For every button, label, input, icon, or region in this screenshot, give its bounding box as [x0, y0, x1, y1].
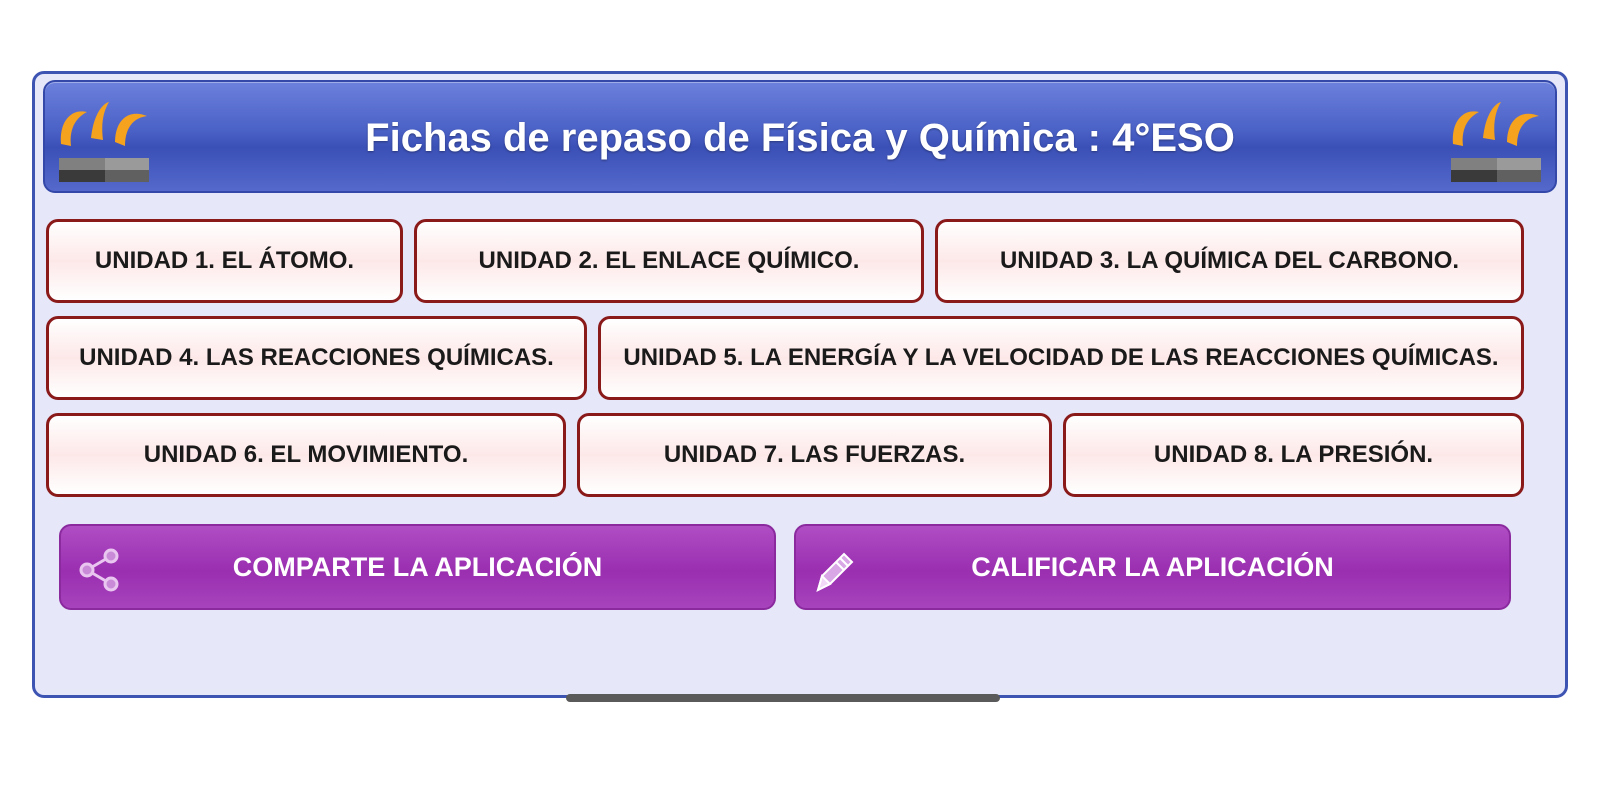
pencil-icon [816, 552, 854, 592]
rate-app-button[interactable]: CALIFICAR LA APLICACIÓN [794, 524, 1511, 610]
page-title: Fichas de repaso de Física y Química : 4… [365, 116, 1235, 160]
home-indicator[interactable] [566, 694, 1000, 702]
unit-6-button[interactable]: UNIDAD 6. EL MOVIMIENTO. [46, 413, 566, 497]
share-app-label: COMPARTE LA APLICACIÓN [232, 551, 603, 582]
unit-5-button[interactable]: UNIDAD 5. LA ENERGÍA Y LA VELOCIDAD DE L… [598, 316, 1524, 400]
fountain-logo-icon [59, 102, 149, 182]
app-frame: Fichas de repaso de Física y Química : 4… [32, 71, 1568, 698]
rate-app-label: CALIFICAR LA APLICACIÓN [971, 551, 1334, 582]
fountain-logo-icon [1451, 102, 1541, 182]
unit-2-button[interactable]: UNIDAD 2. EL ENLACE QUÍMICO. [414, 219, 924, 303]
unit-3-button[interactable]: UNIDAD 3. LA QUÍMICA DEL CARBONO. [935, 219, 1524, 303]
share-app-button[interactable]: COMPARTE LA APLICACIÓN [59, 524, 776, 610]
header-bar: Fichas de repaso de Física y Química : 4… [43, 80, 1557, 193]
unit-8-button[interactable]: UNIDAD 8. LA PRESIÓN. [1063, 413, 1524, 497]
unit-7-button[interactable]: UNIDAD 7. LAS FUERZAS. [577, 413, 1052, 497]
share-icon [79, 548, 119, 592]
unit-4-button[interactable]: UNIDAD 4. LAS REACCIONES QUÍMICAS. [46, 316, 587, 400]
unit-1-button[interactable]: UNIDAD 1. EL ÁTOMO. [46, 219, 403, 303]
